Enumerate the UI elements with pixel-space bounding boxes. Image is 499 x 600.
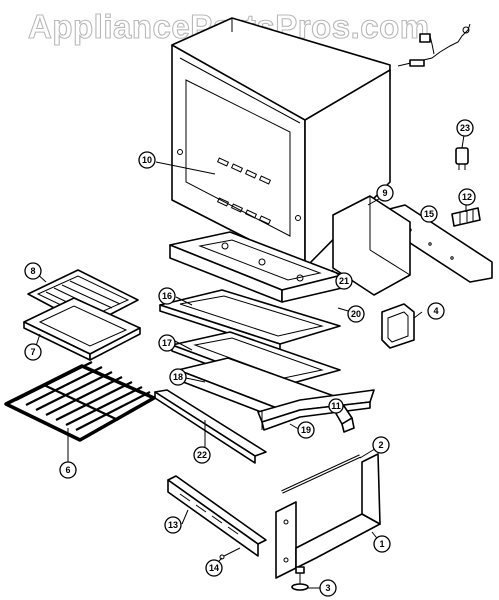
svg-text:20: 20 bbox=[351, 309, 361, 319]
callout-1: 1 bbox=[373, 535, 391, 553]
svg-text:10: 10 bbox=[142, 155, 152, 165]
svg-text:16: 16 bbox=[162, 291, 172, 301]
callout-17: 17 bbox=[158, 334, 176, 352]
svg-text:9: 9 bbox=[382, 188, 387, 198]
callout-2: 2 bbox=[372, 436, 390, 454]
part-13-lower-panel bbox=[167, 475, 267, 557]
part-3-leveling-leg bbox=[291, 566, 309, 591]
svg-text:17: 17 bbox=[162, 338, 172, 348]
svg-text:7: 7 bbox=[30, 347, 35, 357]
callouts: 10 9 23 12 15 21 20 16 17 18 19 22 11 4 … bbox=[24, 119, 476, 597]
callout-11: 11 bbox=[328, 398, 344, 414]
callout-18: 18 bbox=[169, 368, 187, 386]
svg-text:4: 4 bbox=[433, 306, 438, 316]
leader-lines bbox=[33, 134, 467, 589]
svg-text:14: 14 bbox=[209, 563, 219, 573]
part-6-oven-rack bbox=[4, 361, 156, 442]
part-21-frame bbox=[169, 231, 343, 303]
callout-16: 16 bbox=[158, 287, 176, 305]
callout-13: 13 bbox=[164, 516, 182, 534]
callout-8: 8 bbox=[24, 262, 42, 280]
part-4-bracket bbox=[381, 303, 415, 349]
svg-text:8: 8 bbox=[30, 266, 35, 276]
callout-3: 3 bbox=[319, 579, 337, 597]
oven-cavity bbox=[171, 17, 391, 269]
svg-text:1: 1 bbox=[379, 539, 384, 549]
callout-4: 4 bbox=[427, 302, 445, 320]
callout-10: 10 bbox=[138, 151, 156, 169]
callout-15: 15 bbox=[420, 205, 438, 223]
wire-harness bbox=[397, 23, 471, 67]
callout-22: 22 bbox=[193, 446, 211, 464]
callout-12: 12 bbox=[458, 188, 476, 206]
svg-text:23: 23 bbox=[460, 123, 470, 133]
part-12-terminal-block bbox=[451, 207, 481, 227]
svg-text:22: 22 bbox=[197, 450, 207, 460]
callout-9: 9 bbox=[376, 184, 394, 202]
svg-text:18: 18 bbox=[173, 372, 183, 382]
svg-text:15: 15 bbox=[424, 209, 434, 219]
part-2-rod bbox=[281, 454, 361, 494]
svg-text:19: 19 bbox=[301, 425, 311, 435]
part-7-broiler-bottom bbox=[23, 297, 141, 361]
callout-20: 20 bbox=[347, 305, 365, 323]
callout-7: 7 bbox=[24, 343, 42, 361]
part-9-side-panel bbox=[332, 195, 411, 296]
svg-text:3: 3 bbox=[325, 583, 330, 593]
part-23-switch bbox=[455, 147, 469, 170]
svg-text:2: 2 bbox=[378, 440, 383, 450]
callout-21: 21 bbox=[335, 272, 353, 290]
callout-6: 6 bbox=[59, 461, 77, 479]
svg-text:12: 12 bbox=[462, 192, 472, 202]
svg-text:6: 6 bbox=[65, 465, 70, 475]
svg-text:11: 11 bbox=[331, 401, 341, 411]
callout-23: 23 bbox=[456, 119, 474, 137]
svg-text:13: 13 bbox=[168, 520, 178, 530]
part-1-drawer-bracket bbox=[275, 453, 381, 579]
part-14-screw bbox=[219, 547, 241, 560]
callout-14: 14 bbox=[205, 559, 223, 577]
svg-text:21: 21 bbox=[339, 276, 349, 286]
callout-19: 19 bbox=[297, 421, 315, 439]
